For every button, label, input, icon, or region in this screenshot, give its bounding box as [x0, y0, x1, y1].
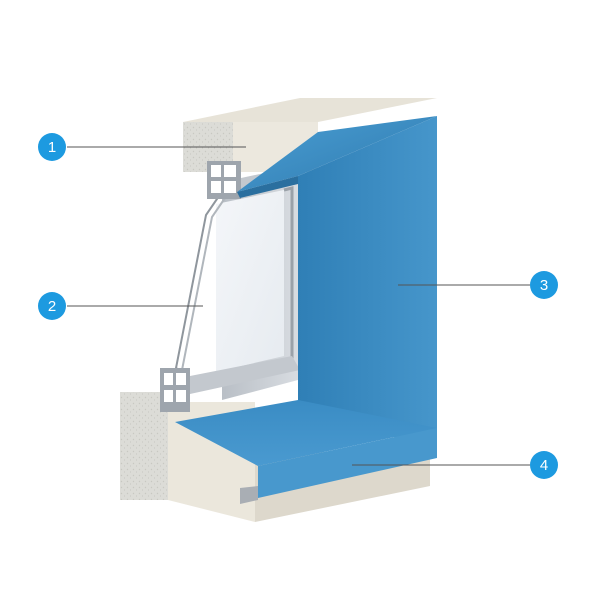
frame-profile-bottom [160, 368, 190, 412]
reveal-head-panel [237, 116, 437, 192]
callout-1: 1 [38, 133, 246, 161]
callout-number-4: 4 [540, 457, 548, 474]
glazing-section-line [174, 195, 220, 373]
glass-pane [216, 190, 284, 372]
sill-front-face [258, 428, 437, 498]
callout-badge-4 [530, 451, 558, 479]
frame-rail-bottom [190, 356, 300, 394]
sill-panel [175, 400, 437, 504]
reveal-panel [237, 116, 437, 452]
callout-2: 2 [38, 292, 203, 320]
lintel-top-face [183, 98, 437, 122]
reveal-side-panel [298, 116, 437, 452]
glazing-section-line-inner [181, 197, 226, 371]
frame-profile-top [207, 161, 241, 199]
reveal-head-return [237, 176, 298, 198]
sill-drip-edge [240, 486, 258, 504]
callout-badge-2 [38, 292, 66, 320]
callout-badge-3 [530, 271, 558, 299]
callout-3: 3 [398, 271, 558, 299]
callout-4: 4 [352, 451, 558, 479]
callout-badge-1 [38, 133, 66, 161]
callout-number-2: 2 [48, 298, 56, 315]
sill-concrete-face [120, 392, 168, 500]
callout-number-3: 3 [540, 277, 548, 294]
sill-top-surface [175, 400, 437, 466]
window-glazing [160, 161, 300, 412]
callout-number-1: 1 [48, 139, 56, 156]
